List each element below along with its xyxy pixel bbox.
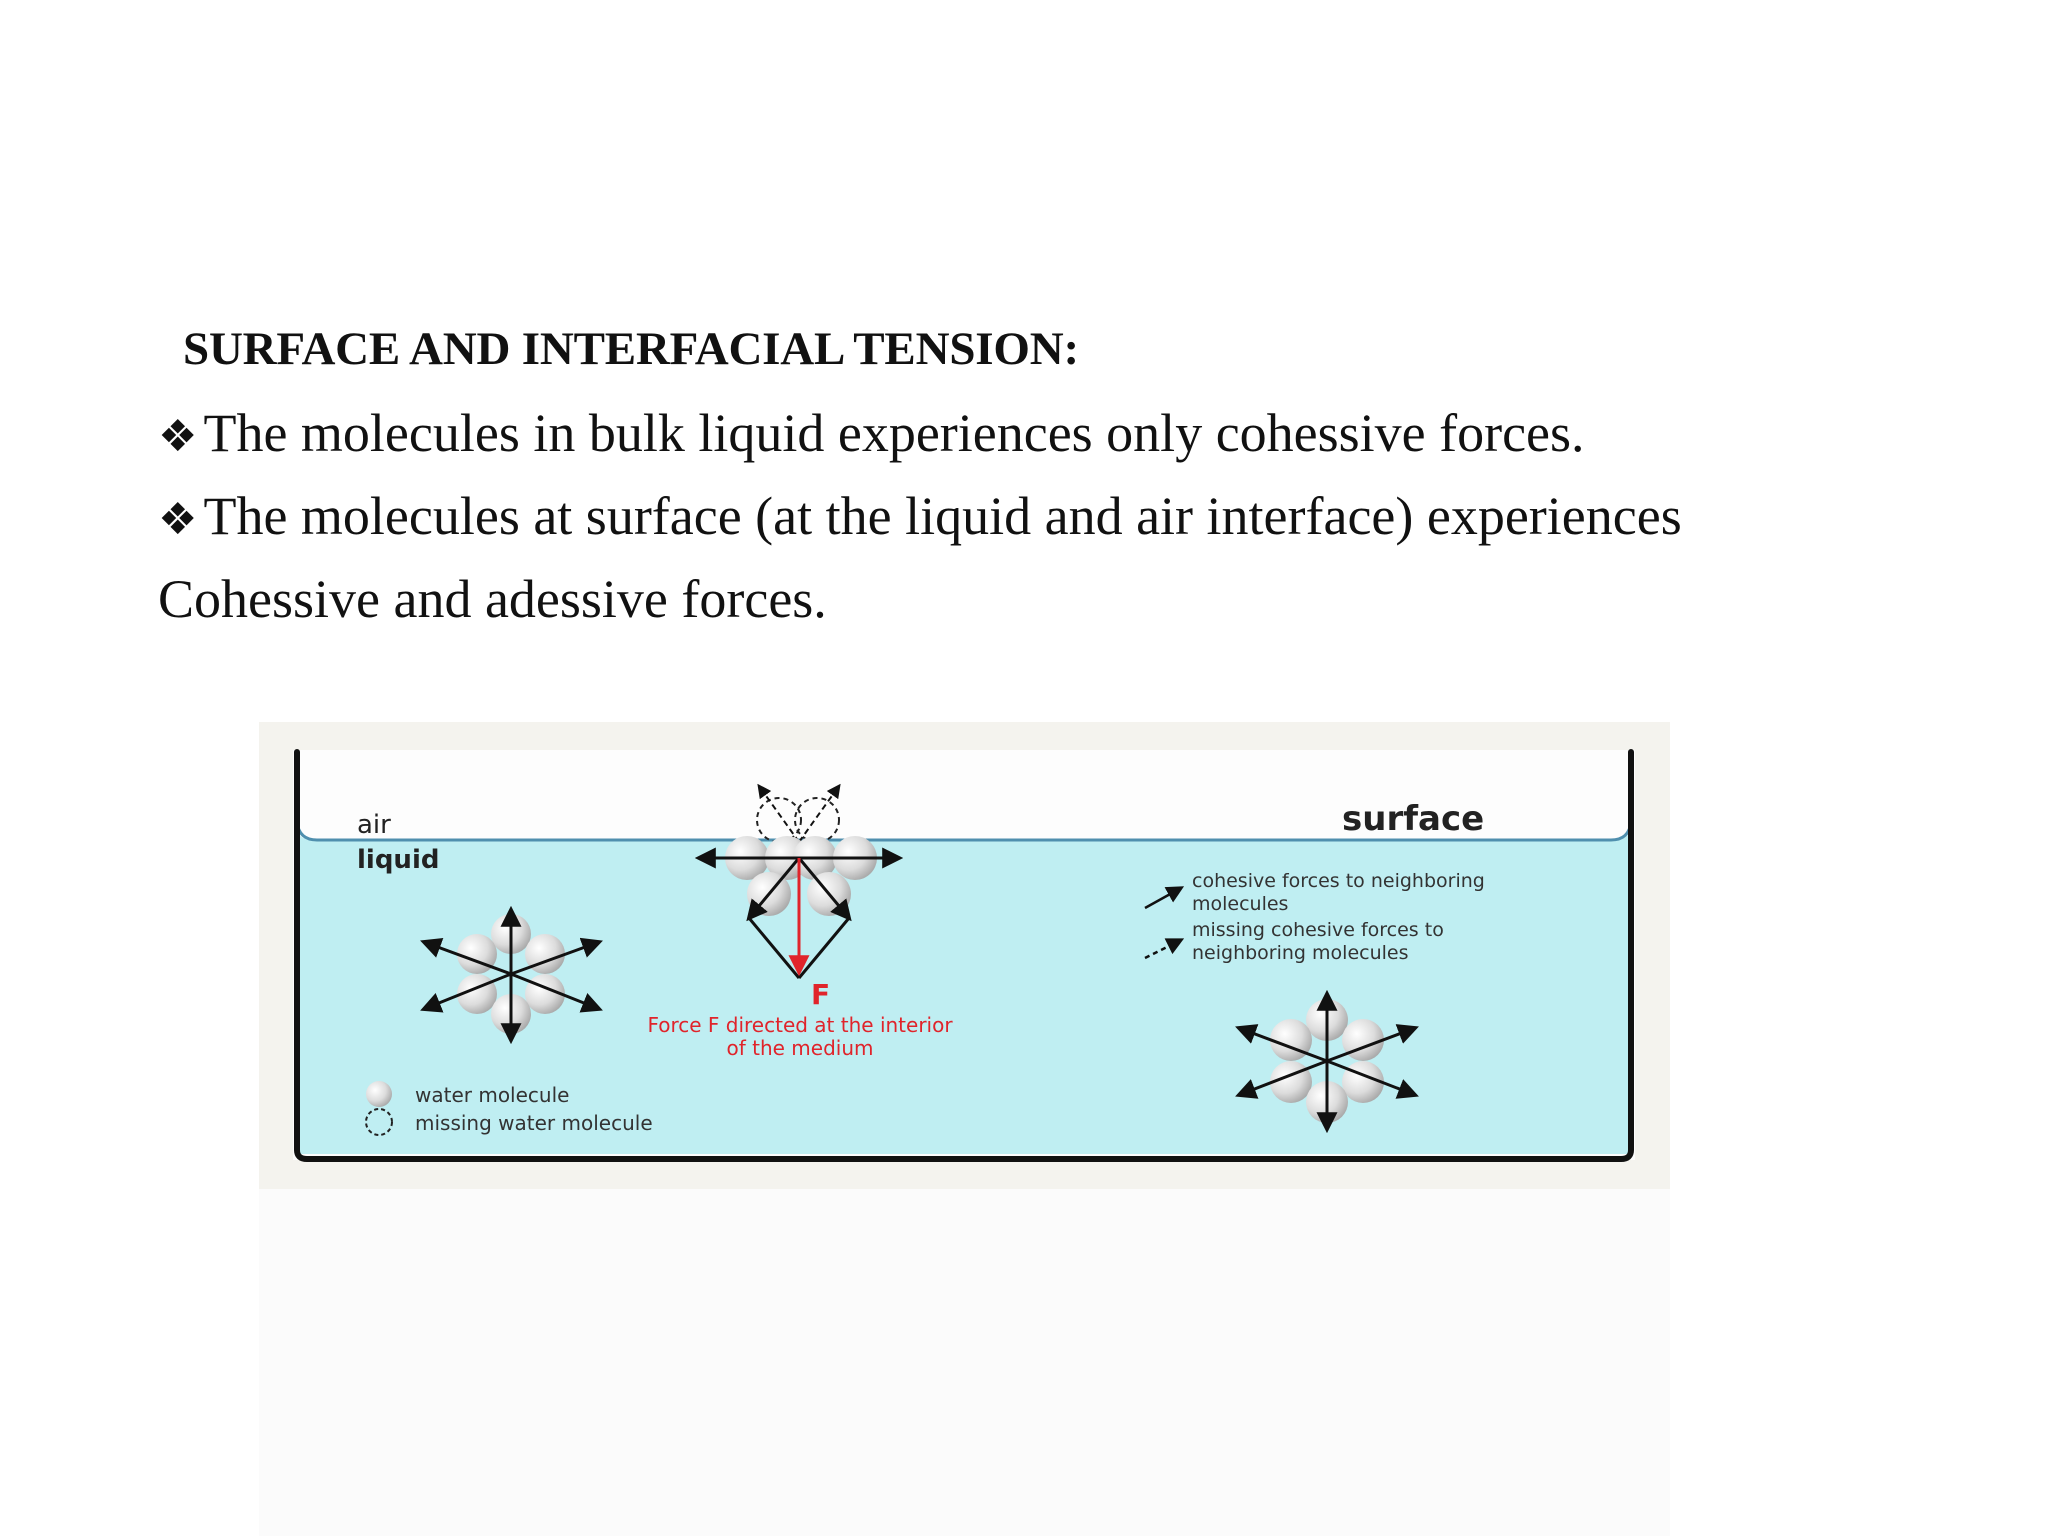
force-f-label: F [811, 978, 830, 1011]
missing-water-molecule [794, 797, 840, 843]
water-molecule [1342, 1019, 1384, 1061]
air-label: air [357, 810, 391, 840]
force-caption: Force F directed at the interior [647, 1013, 953, 1037]
bullet-surface: ❖The molecules at surface (at the liquid… [158, 485, 1682, 547]
diagram-svg: air liquid surface F Force [293, 749, 1635, 1162]
surface-label: surface [1342, 799, 1484, 839]
legend-cohesive-forces: cohesive forces to neighboring [1192, 870, 1485, 892]
forces-legend: cohesive forces to neighboring molecules… [1144, 870, 1485, 964]
bullet-diamond-icon: ❖ [158, 494, 198, 545]
slide-title: SURFACE AND INTERFACIAL TENSION: [183, 323, 1079, 375]
missing-water-molecule-icon [365, 1108, 393, 1136]
legend-water-molecule: water molecule [415, 1083, 569, 1107]
force-caption: of the medium [726, 1036, 873, 1060]
water-molecule-icon [366, 1081, 392, 1107]
water-molecule [1270, 1019, 1312, 1061]
bulk-molecule-cluster-left [420, 905, 603, 1045]
image-background [259, 1189, 1670, 1536]
bullet-bulk-liquid: ❖The molecules in bulk liquid experience… [158, 402, 1585, 464]
legend-missing-forces: neighboring molecules [1192, 942, 1409, 964]
bulk-molecule-cluster-right [1235, 989, 1419, 1134]
bullet-text: The molecules at surface (at the liquid … [203, 486, 1682, 546]
tank-outline [294, 749, 1634, 1162]
surface-tension-diagram: air liquid surface F Force [259, 722, 1670, 1189]
surface-molecule-cluster [694, 783, 904, 979]
missing-water-molecule [756, 797, 802, 843]
molecule-legend: water molecule missing water molecule [365, 1081, 653, 1136]
liquid-label: liquid [357, 845, 439, 875]
bullet-text: The molecules in bulk liquid experiences… [203, 403, 1585, 463]
legend-cohesive-forces: molecules [1192, 893, 1288, 915]
legend-missing-forces: missing cohesive forces to [1192, 919, 1444, 941]
legend-missing-water-molecule: missing water molecule [415, 1111, 653, 1135]
bullet-continuation: Cohessive and adessive forces. [158, 569, 827, 629]
bullet-diamond-icon: ❖ [158, 411, 198, 462]
